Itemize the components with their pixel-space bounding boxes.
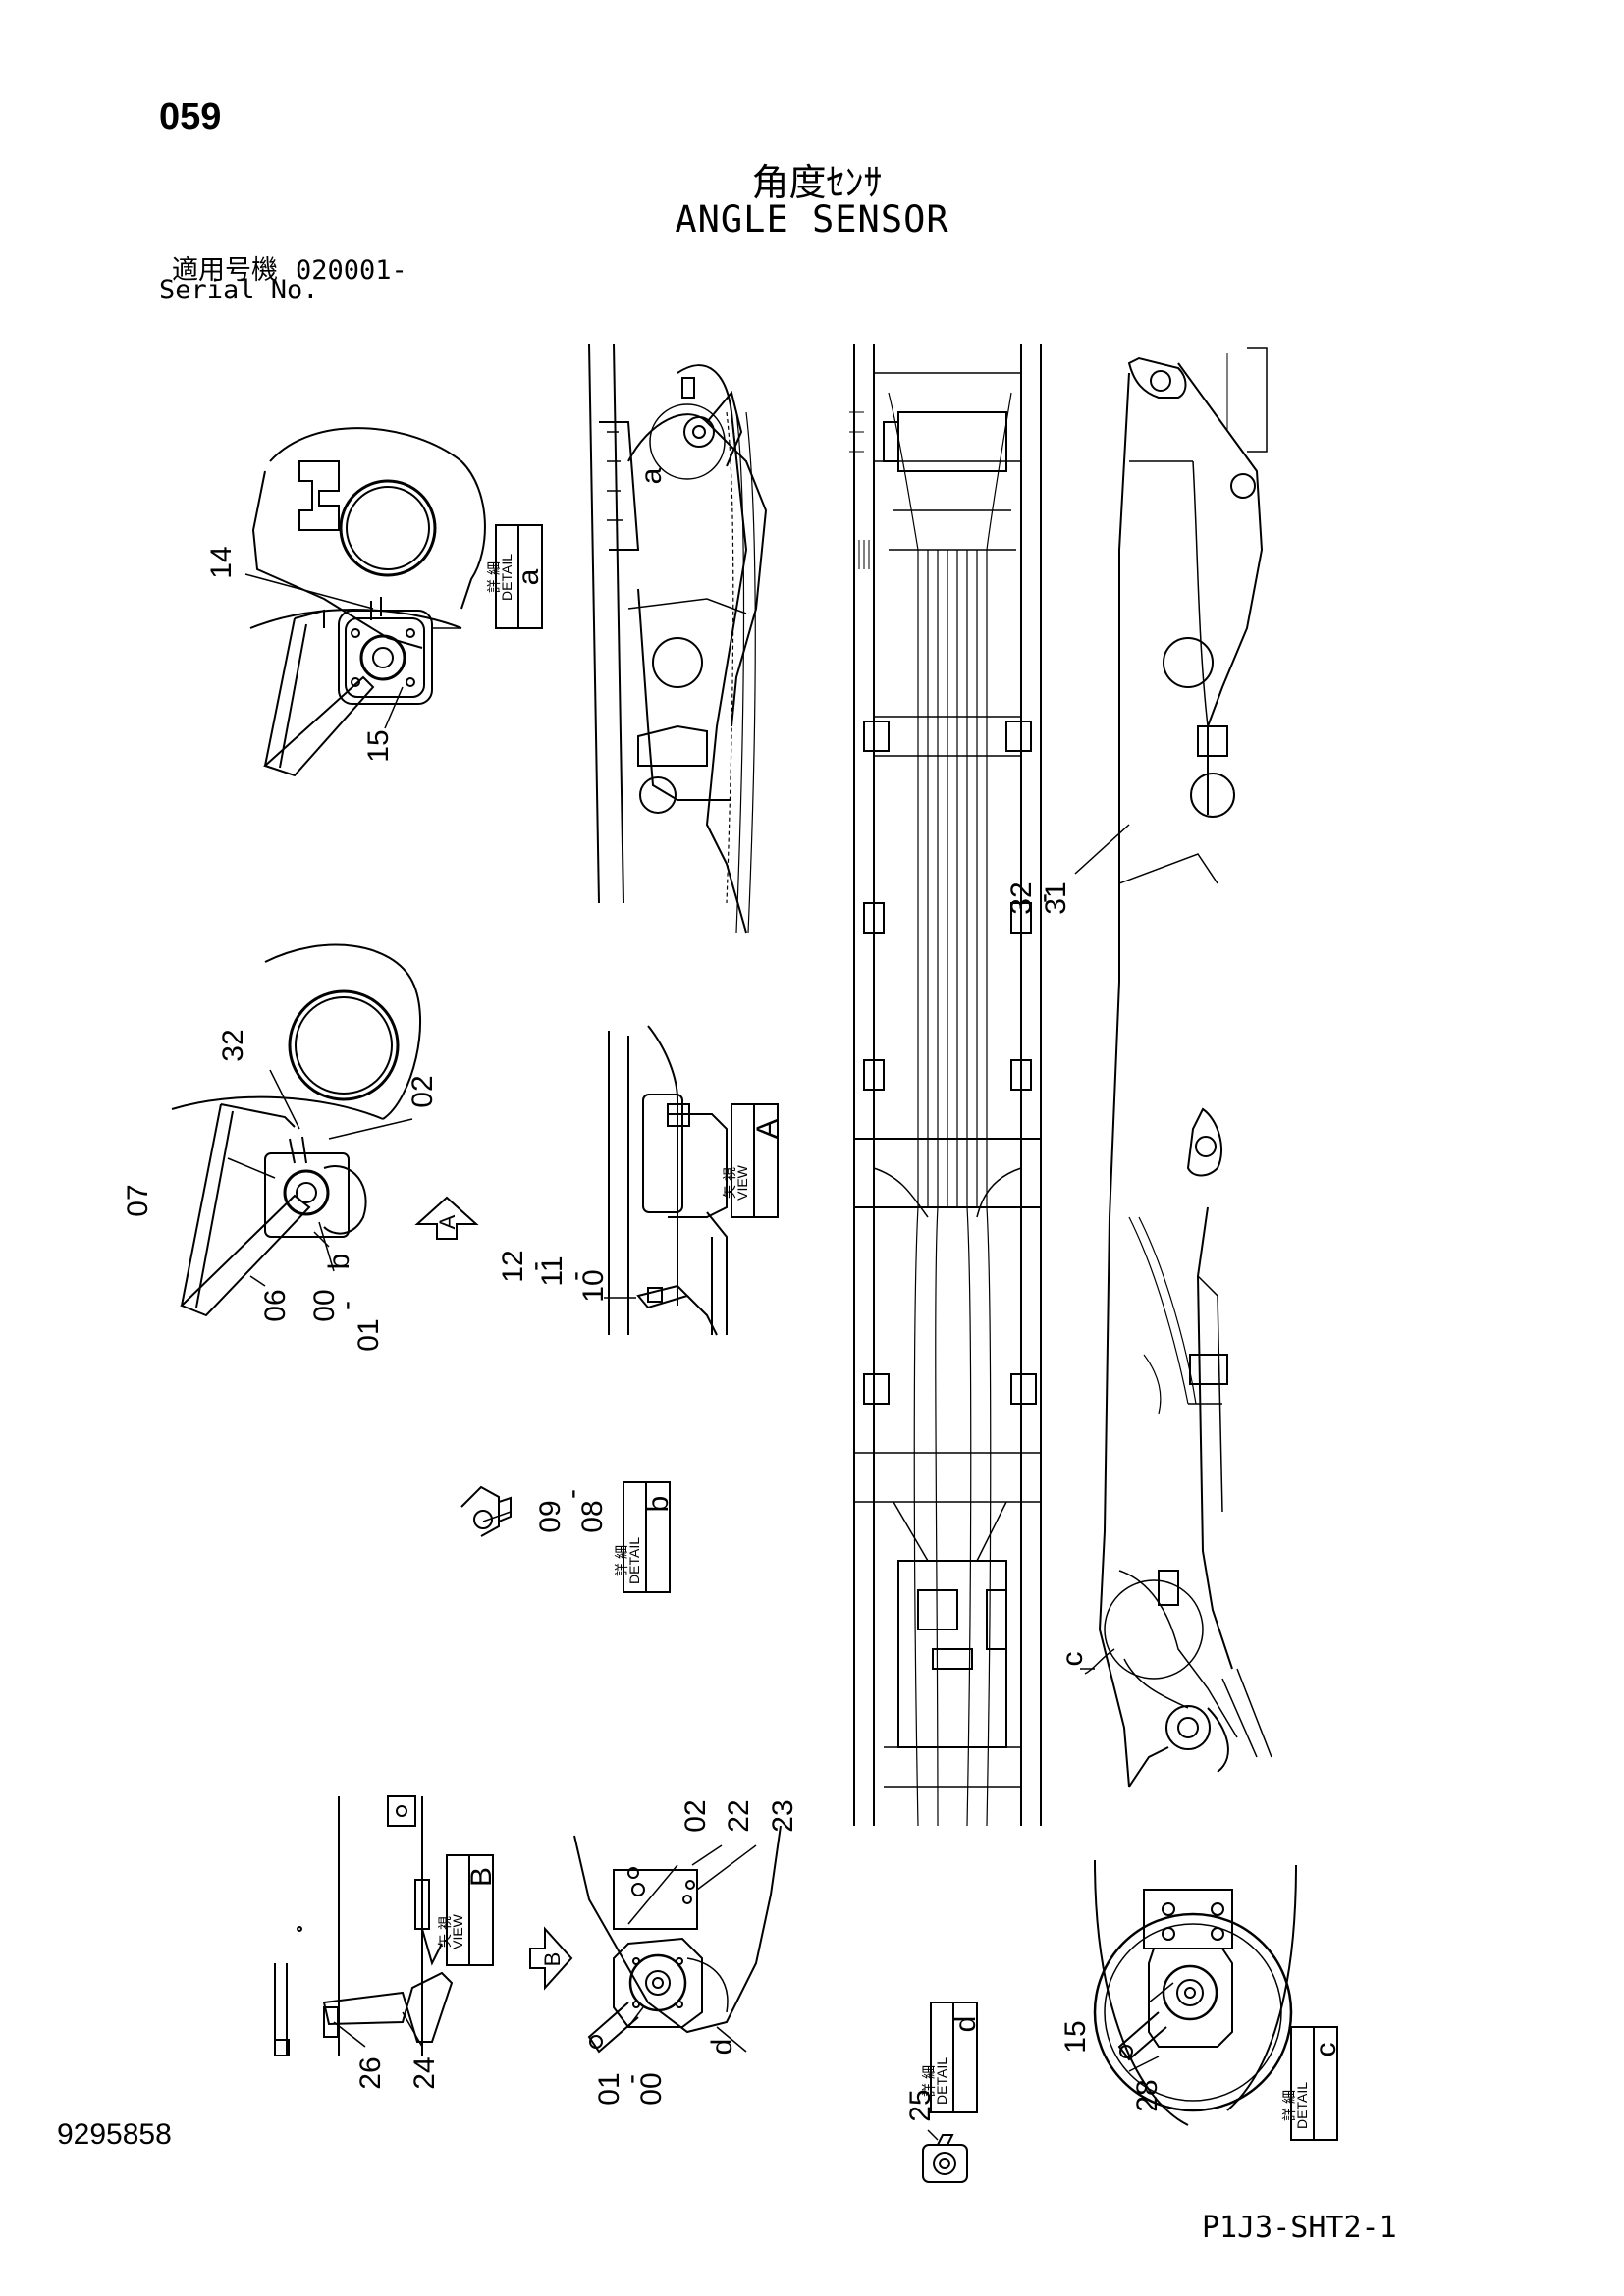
detail-box-b-letter: b <box>642 1496 675 1513</box>
part-25-drawing <box>922 2129 968 2183</box>
detail-box-a: a DETAIL 詳 細 <box>486 524 545 629</box>
detail-box-b-label: DETAIL <box>626 1537 642 1584</box>
detail-box-b-jp: 詳 細 <box>614 1545 629 1576</box>
detail-d-drawing <box>573 1825 782 2054</box>
detail-b-small-drawing <box>460 1485 512 1537</box>
callout-11: 11 <box>536 1255 568 1286</box>
leader-08 <box>482 1511 512 1522</box>
detail-box-c-letter: c <box>1310 2043 1342 2057</box>
callout-06: 06 <box>259 1289 292 1321</box>
view-box-b-letter: B <box>465 1867 498 1887</box>
callout-09: 09 <box>534 1500 567 1532</box>
view-box-b: B VIEW 矢 視 <box>437 1854 498 1966</box>
detail-a-drawing <box>244 427 486 777</box>
callout-dash-11: - <box>518 1261 551 1271</box>
callout-numbers: 14 15 32 - 31 32 02 07 06 00 - 01 12 - 1… <box>122 546 1164 2121</box>
arrow-a: A <box>435 1214 460 1229</box>
callout-15-bot: 15 <box>1059 2020 1092 2053</box>
callout-15-top: 15 <box>362 729 395 762</box>
callout-25: 25 <box>904 2089 937 2121</box>
callout-02-mid: 02 <box>406 1075 439 1107</box>
circle-label-c: c <box>1056 1652 1089 1667</box>
leader-26 <box>333 2021 366 2048</box>
detail-box-d-letter: d <box>949 2016 982 2033</box>
callout-31: 31 <box>1040 881 1072 914</box>
detail-box-d-jp: 詳 細 <box>921 2065 937 2097</box>
callout-dash-01: - <box>330 1301 362 1310</box>
detail-box-c-label: DETAIL <box>1294 2082 1310 2129</box>
callout-dash-31: - <box>1027 893 1059 903</box>
serial-label-jp: 適用号機 020001- <box>172 248 407 287</box>
boom-side-view-right <box>1080 347 1272 1788</box>
leader-31 <box>1074 824 1130 875</box>
callout-08: 08 <box>576 1500 609 1532</box>
leader-06 <box>249 1275 266 1287</box>
view-b-drawing <box>274 1795 573 2056</box>
arrow-b: B <box>540 1952 565 1967</box>
detail-box-a-label: DETAIL <box>499 554 514 601</box>
boom-top-view <box>849 344 1042 1827</box>
circle-label-d: d <box>706 2039 738 2056</box>
view-box-b-jp: 矢 視 <box>437 1916 453 1948</box>
detail-box-d-label: DETAIL <box>934 2057 949 2105</box>
callout-23: 23 <box>767 1799 799 1832</box>
detail-box-c: c DETAIL 詳 細 <box>1281 2026 1342 2141</box>
arrow-a-letter: A <box>435 1214 460 1229</box>
callout-dash-08: - <box>556 1489 588 1499</box>
detail-box-a-letter: a <box>513 568 545 585</box>
detail-box-b: b DETAIL 詳 細 <box>614 1481 675 1593</box>
boom-side-view-left <box>588 343 768 934</box>
view-box-a-label: VIEW <box>734 1164 750 1201</box>
detail-b-drawing <box>171 943 479 1317</box>
circle-label-a: a <box>635 467 668 484</box>
view-a-drawing <box>608 1025 728 1336</box>
title-japanese: 角度ｾﾝｻ <box>751 161 883 204</box>
leader-07 <box>227 1157 276 1179</box>
leader-00-mid <box>318 1221 335 1272</box>
leader-c <box>1084 1648 1115 1675</box>
callout-02-bot: 02 <box>679 1799 712 1832</box>
callout-10: 10 <box>577 1269 610 1302</box>
leader-02-mid <box>328 1118 413 1140</box>
title-english: ANGLE SENSOR <box>675 198 949 240</box>
leader-24 <box>402 2011 423 2048</box>
serial-number: 020001- <box>296 255 407 286</box>
view-box-a-jp: 矢 視 <box>722 1167 737 1199</box>
view-box-b-label: VIEW <box>450 1913 465 1949</box>
callout-00-mid: 00 <box>308 1289 341 1321</box>
arrow-b-letter: B <box>540 1952 565 1967</box>
leader-32-mid <box>269 1069 300 1130</box>
sheet-reference: P1J3-SHT2-1 <box>1202 2211 1397 2245</box>
callout-dash-10: - <box>559 1271 591 1281</box>
callout-14: 14 <box>205 546 238 578</box>
detail-box-d: d DETAIL 詳 細 <box>921 2002 982 2113</box>
view-box-a: A VIEW 矢 視 <box>722 1103 784 1218</box>
callout-28: 28 <box>1131 2079 1164 2111</box>
page-number: 059 <box>159 96 222 137</box>
view-box-a-letter: A <box>751 1119 784 1139</box>
callout-01-bot: 01 <box>593 2072 625 2105</box>
callout-22: 22 <box>723 1799 755 1832</box>
callout-dash-00: - <box>615 2074 647 2084</box>
callout-26: 26 <box>354 2056 387 2089</box>
callout-24: 24 <box>408 2056 441 2089</box>
detail-c-drawing <box>1093 1859 1297 2126</box>
callout-00-bot: 00 <box>635 2072 668 2105</box>
callout-07: 07 <box>122 1184 154 1216</box>
callout-12: 12 <box>497 1250 529 1282</box>
document-number: 9295858 <box>57 2118 172 2151</box>
serial-label-jp-text: 適用号機 <box>172 255 278 286</box>
circle-label-b: b <box>323 1254 355 1270</box>
detail-box-a-jp: 詳 細 <box>486 561 502 593</box>
serial-label-en: Serial No. <box>159 275 319 305</box>
callout-01-mid: 01 <box>352 1318 385 1351</box>
callout-32-mid: 32 <box>217 1029 249 1061</box>
detail-box-c-jp: 詳 細 <box>1281 2090 1297 2121</box>
callout-32: 32 <box>1005 881 1038 914</box>
